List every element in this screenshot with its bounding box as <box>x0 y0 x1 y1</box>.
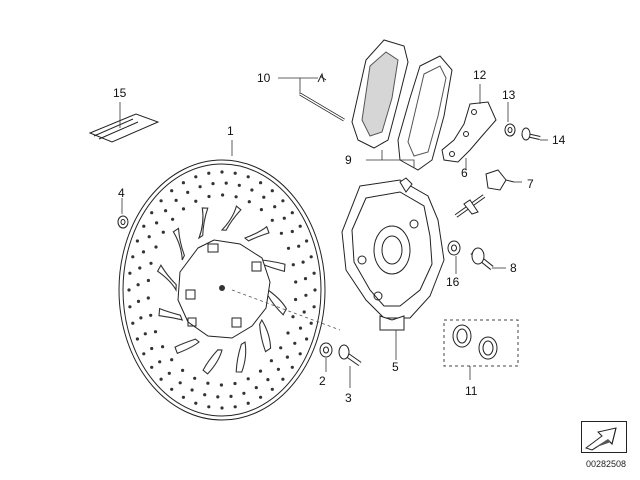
page-nav-arrow-icon[interactable] <box>581 421 627 453</box>
callout-16[interactable]: 16 <box>446 275 460 289</box>
caliper-bolt-8[interactable] <box>470 247 494 270</box>
callout-1[interactable]: 1 <box>227 124 234 138</box>
callout-14[interactable]: 14 <box>552 133 566 147</box>
washer-16[interactable] <box>447 240 461 256</box>
arrow-icon <box>584 427 617 451</box>
callout-15[interactable]: 15 <box>113 86 127 100</box>
callout-2[interactable]: 2 <box>319 374 326 388</box>
seal-kit[interactable] <box>443 319 519 367</box>
brake-pad-inner[interactable] <box>397 55 453 171</box>
callout-5[interactable]: 5 <box>392 360 399 374</box>
washer-13[interactable] <box>504 123 516 137</box>
callout-10[interactable]: 10 <box>257 71 271 85</box>
assembly-axis <box>231 289 341 331</box>
callout-13[interactable]: 13 <box>502 88 516 102</box>
callout-4[interactable]: 4 <box>118 186 125 200</box>
bolt-14[interactable] <box>521 127 541 141</box>
disc-bolt-3[interactable] <box>338 344 362 367</box>
callout-8[interactable]: 8 <box>510 261 517 275</box>
callout-6[interactable]: 6 <box>461 166 468 180</box>
callout-3[interactable]: 3 <box>345 391 352 405</box>
bleed-cap[interactable] <box>485 169 515 191</box>
washer-4[interactable] <box>117 215 129 229</box>
callout-11[interactable]: 11 <box>465 384 478 398</box>
callout-7[interactable]: 7 <box>527 177 534 191</box>
brake-caliper[interactable] <box>341 177 445 331</box>
document-number: 00282508 <box>586 459 627 469</box>
pad-kit-label[interactable] <box>88 113 160 143</box>
bleed-screw[interactable] <box>454 194 486 218</box>
callout-9[interactable]: 9 <box>345 153 352 167</box>
leader-lines <box>119 77 548 388</box>
washer-2[interactable] <box>319 342 333 358</box>
brake-disc[interactable] <box>118 159 326 421</box>
brake-pad-outer[interactable] <box>351 39 409 149</box>
callout-12[interactable]: 12 <box>473 68 487 82</box>
retaining-pin[interactable] <box>299 72 345 122</box>
pad-spring-bracket[interactable] <box>441 101 497 163</box>
